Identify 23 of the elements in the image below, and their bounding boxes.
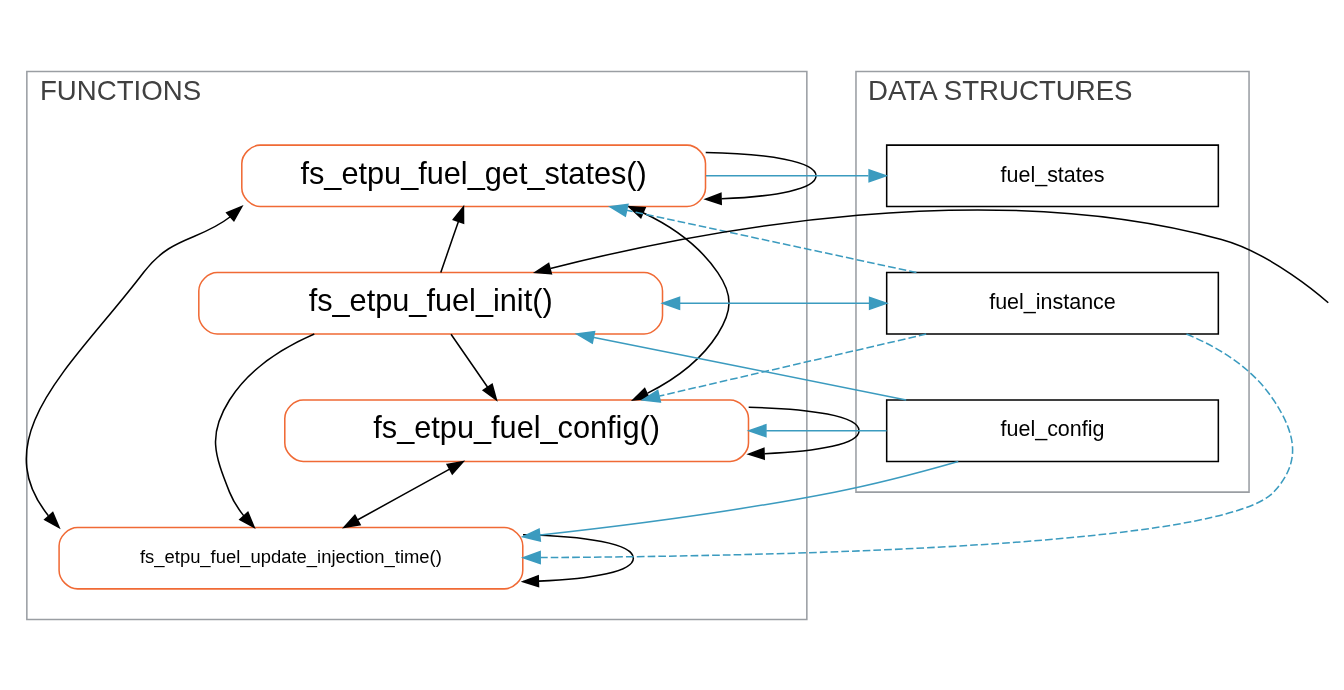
arrow (520, 460, 960, 542)
node-box: fs_etpu_fuel_init() (198, 271, 664, 335)
arrow (607, 203, 918, 273)
arrow (660, 295, 889, 310)
arrow (450, 333, 498, 402)
arrow (640, 332, 927, 403)
arrow (520, 533, 635, 588)
node-box: fs_etpu_fuel_update_injection_time() (58, 526, 524, 590)
arrow (214, 332, 316, 529)
arrow (746, 406, 860, 460)
arrow (520, 332, 1294, 565)
arrow (703, 151, 817, 205)
node-box: fs_etpu_fuel_config() (284, 398, 750, 462)
node-box: fuel_config (885, 398, 1220, 462)
arrow (532, 208, 1330, 303)
arrow (25, 204, 244, 529)
node-box: fuel_instance (885, 271, 1220, 335)
arrow (342, 460, 466, 528)
node-box: fuel_states (885, 143, 1220, 207)
arrow (705, 168, 889, 183)
arrow (440, 204, 465, 273)
arrow (746, 423, 888, 438)
node-box: fs_etpu_fuel_get_states() (241, 143, 707, 207)
